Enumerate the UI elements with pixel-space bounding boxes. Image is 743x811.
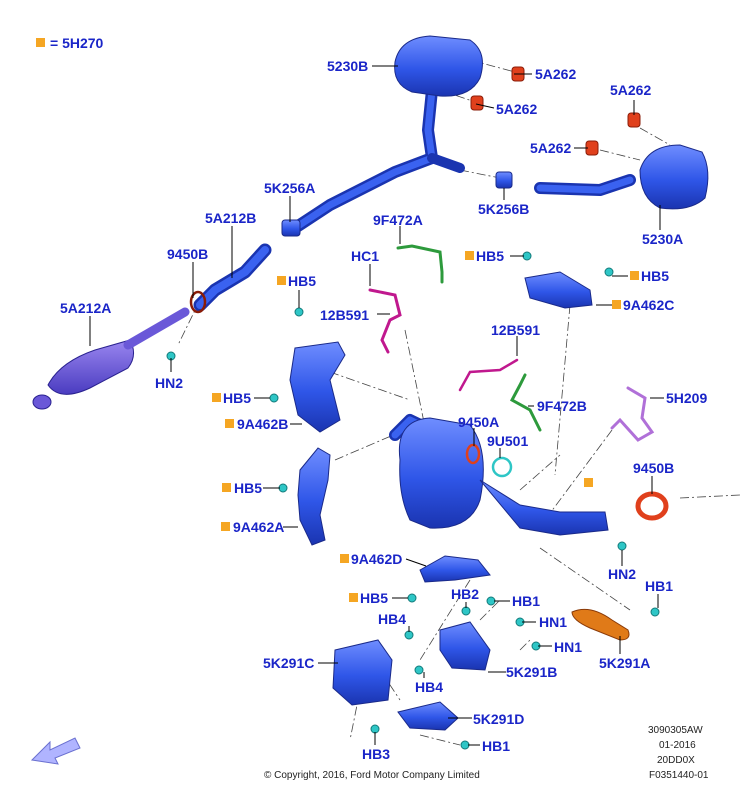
callout-HB1-a[interactable]: HB1: [645, 578, 674, 594]
callout-9A462B[interactable]: 9A462B: [237, 416, 289, 432]
fasteners: [166, 251, 660, 750]
callout-HB5-a[interactable]: HB5: [288, 273, 317, 289]
drawing-code-2: 20DD0X: [657, 755, 695, 766]
callout-HB1-b[interactable]: HB1: [512, 593, 541, 609]
callout-9450B-2[interactable]: 9450B: [633, 460, 675, 476]
callout-5A262-a[interactable]: 5A262: [535, 66, 577, 82]
callout-5H209[interactable]: 5H209: [666, 390, 708, 406]
sensors: [368, 244, 655, 442]
callout-9A462A[interactable]: 9A462A: [233, 519, 285, 535]
hb5-marker-f-icon: [349, 593, 358, 602]
mufflers: [32, 35, 709, 536]
callout-HB5-d[interactable]: HB5: [223, 390, 252, 406]
hb5-marker-e-icon: [222, 483, 231, 492]
heat-shields: [289, 271, 593, 731]
callout-5K256B[interactable]: 5K256B: [478, 201, 530, 217]
legend-text: = 5H270: [50, 35, 104, 51]
direction-arrow-icon: [30, 737, 81, 765]
hb5-marker-a-icon: [277, 276, 286, 285]
orange-marker-icon: [584, 478, 593, 487]
callout-5K291B[interactable]: 5K291B: [506, 664, 558, 680]
legend-square-icon: [36, 38, 45, 47]
rubber-mounts: [470, 66, 641, 156]
drawing-code-3: F0351440-01: [649, 770, 709, 781]
hb5-marker-d-icon: [212, 393, 221, 402]
callout-HB1-c[interactable]: HB1: [482, 738, 511, 754]
callout-9A462C[interactable]: 9A462C: [623, 297, 675, 313]
callout-5A212A[interactable]: 5A212A: [60, 300, 112, 316]
9a462d-marker-icon: [340, 554, 349, 563]
copyright: © Copyright, 2016, Ford Motor Company Li…: [264, 770, 480, 781]
hb5-marker-c-icon: [630, 271, 639, 280]
drawing-code: 3090305AW: [648, 725, 703, 736]
callout-5A212B[interactable]: 5A212B: [205, 210, 257, 226]
callout-9F472B[interactable]: 9F472B: [537, 398, 587, 414]
9a462a-marker-icon: [221, 522, 230, 531]
callout-5K291C[interactable]: 5K291C: [263, 655, 315, 671]
hb5-marker-b-icon: [465, 251, 474, 260]
callout-HB4-b[interactable]: HB4: [415, 679, 444, 695]
callout-5K291A[interactable]: 5K291A: [599, 655, 651, 671]
callout-12B591-b[interactable]: 12B591: [491, 322, 541, 338]
callout-9450B-1[interactable]: 9450B: [167, 246, 209, 262]
hanger-5K291A: [571, 608, 630, 641]
callout-HN2-a[interactable]: HN2: [155, 375, 184, 391]
callout-HB3[interactable]: HB3: [362, 746, 391, 762]
callout-5A262-d[interactable]: 5A262: [530, 140, 572, 156]
callout-HN1-a[interactable]: HN1: [539, 614, 568, 630]
callout-HN1-b[interactable]: HN1: [554, 639, 583, 655]
callout-HC1[interactable]: HC1: [351, 248, 380, 264]
9a462b-marker-icon: [225, 419, 234, 428]
callout-HB2[interactable]: HB2: [451, 586, 480, 602]
leader-lines: [89, 65, 664, 746]
callout-5K256A[interactable]: 5K256A: [264, 180, 316, 196]
callout-5230A[interactable]: 5230A: [642, 231, 684, 247]
drawing-date: 01-2016: [659, 740, 696, 751]
clamps: [281, 171, 513, 237]
callout-5230B[interactable]: 5230B: [327, 58, 369, 74]
callout-5K291D[interactable]: 5K291D: [473, 711, 525, 727]
9a462c-marker-icon: [612, 300, 621, 309]
callout-5A262-b[interactable]: 5A262: [496, 101, 538, 117]
callout-5A262-c[interactable]: 5A262: [610, 82, 652, 98]
callout-HB5-e[interactable]: HB5: [234, 480, 263, 496]
callout-9F472A[interactable]: 9F472A: [373, 212, 423, 228]
callout-9450A[interactable]: 9450A: [458, 414, 500, 430]
callout-9U501[interactable]: 9U501: [487, 433, 529, 449]
callout-HN2-b[interactable]: HN2: [608, 566, 637, 582]
callout-HB5-b[interactable]: HB5: [476, 248, 505, 264]
centre-lines: [177, 59, 741, 746]
callout-HB5-f[interactable]: HB5: [360, 590, 389, 606]
callout-9A462D[interactable]: 9A462D: [351, 551, 403, 567]
callout-HB5-c[interactable]: HB5: [641, 268, 670, 284]
callout-12B591-a[interactable]: 12B591: [320, 307, 370, 323]
callout-HB4-a[interactable]: HB4: [378, 611, 407, 627]
